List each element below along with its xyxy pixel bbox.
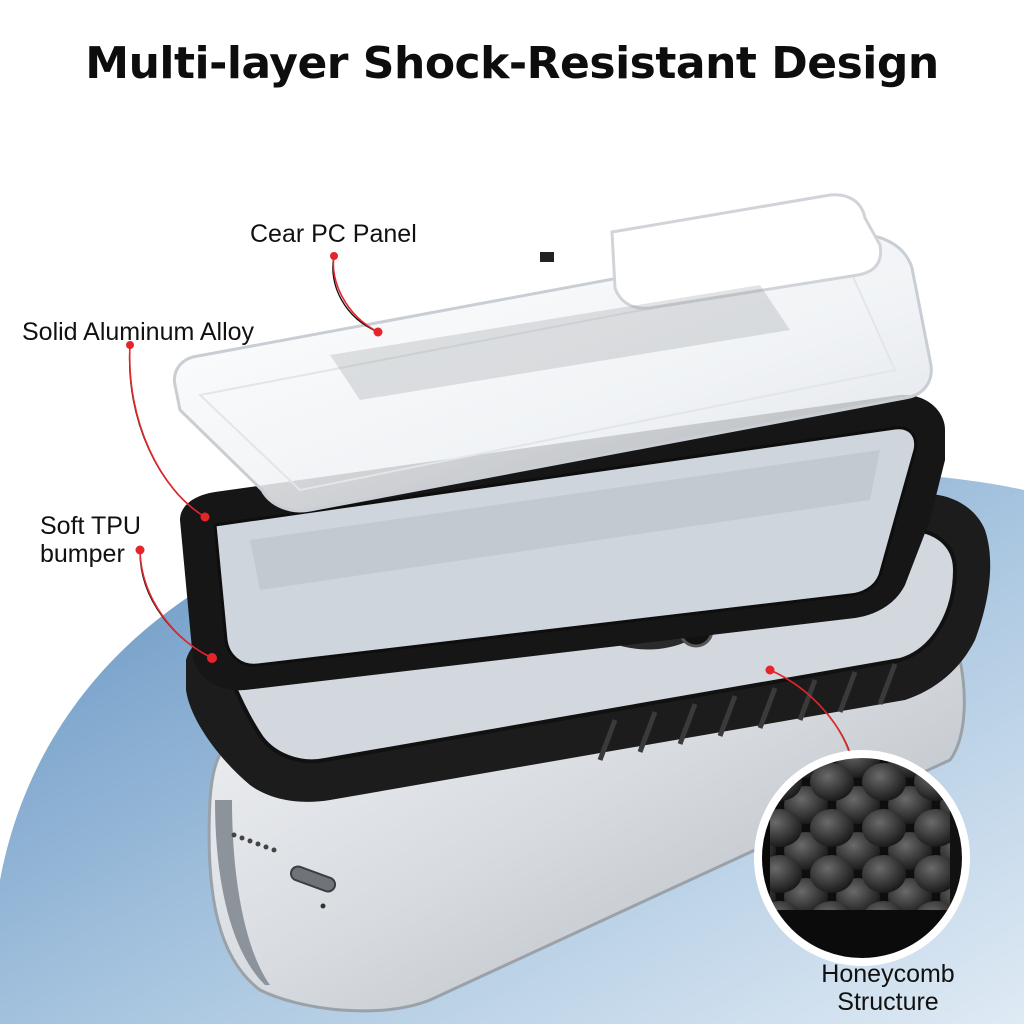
aluminum-frame xyxy=(180,394,945,691)
clear-pc-panel xyxy=(172,193,933,513)
honeycomb-label-line2: Structure xyxy=(837,988,939,1016)
pc-panel-label: Cear PC Panel xyxy=(250,220,417,248)
page-title: Multi-layer Shock-Resistant Design xyxy=(85,38,939,89)
tpu-label-line1: Soft TPU xyxy=(40,512,141,540)
tpu-label-line2: bumper xyxy=(40,540,125,568)
aluminum-alloy-label: Solid Aluminum Alloy xyxy=(22,318,255,346)
honeycomb-label-line1: Honeycomb xyxy=(821,960,955,988)
speaker-grille xyxy=(231,832,277,853)
usb-c-port xyxy=(289,865,337,893)
microphone-hole xyxy=(320,903,326,909)
tpu-bumper-label: Soft TPU bumper xyxy=(40,512,141,568)
camera-cutout xyxy=(610,193,883,310)
honeycomb-label: Honeycomb Structure xyxy=(783,960,993,1016)
